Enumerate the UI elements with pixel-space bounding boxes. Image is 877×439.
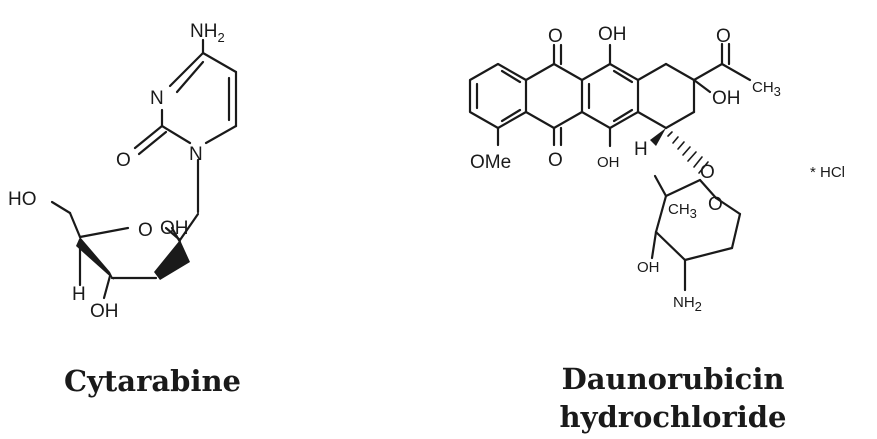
cytarabine-ring-o-label: O [138,220,153,241]
cytarabine-h-label: H [72,284,86,305]
daunorubicin-ring-oh-label: OH [712,88,741,109]
daunorubicin-ring-b [524,43,584,147]
daunorubicin-sugar-o-label: O [708,194,723,215]
daunorubicin-structure: O OH O CH3 OH OMe O OH H O O CH3 OH NH2 … [468,24,845,314]
daunorubicin-ch3-label: CH3 [752,79,781,99]
daunorubicin-glycosidic-o-label: O [700,162,715,183]
daunorubicin-caption-line1: Daunorubicin [561,362,785,396]
cytarabine-oh-bottom-label: OH [90,301,119,322]
daunorubicin-ring-d [636,42,752,174]
daunorubicin-o-top-label: O [548,26,563,47]
cytarabine-ring-n-label: N [150,88,164,109]
daunorubicin-o-bottom-label: O [548,150,563,171]
cytarabine-pyrimidine-ring [133,38,238,214]
daunorubicin-ring-c [580,43,640,148]
daunorubicin-oh-top-label: OH [598,24,627,45]
daunorubicin-h-label: H [634,139,648,160]
chemical-structures: NH2 N O N HO O OH H OH [8,21,845,322]
cytarabine-sugar-ring [50,200,200,300]
daunorubicin-hcl-label: * HCl [810,164,845,181]
daunorubicin-ring-a [468,62,528,147]
cytarabine-oh-top-label: OH [160,218,189,239]
daunorubicin-oh-bottom-label: OH [597,154,620,171]
daunorubicin-sugar-ch3-label: CH3 [668,201,697,221]
daunorubicin-sugar-oh-label: OH [637,259,660,276]
daunorubicin-caption-line2: hydrochloride [559,400,787,434]
daunorubicin-ome-label: OMe [470,152,511,173]
cytarabine-glycosidic-n-label: N [189,144,203,165]
daunorubicin-nh2-label: NH2 [673,294,702,314]
cytarabine-carbonyl-o-label: O [116,150,131,171]
cytarabine-ho-label: HO [8,189,37,210]
daunorubicin-sugar-ring [650,174,742,292]
cytarabine-nh2-label: NH2 [190,21,225,45]
cytarabine-caption: Cytarabine [63,364,242,398]
daunorubicin-acetyl-o-label: O [716,26,731,47]
daunorubicin-caption: Daunorubicin hydrochloride [548,360,798,436]
cytarabine-structure: NH2 N O N HO O OH H OH [8,21,238,322]
